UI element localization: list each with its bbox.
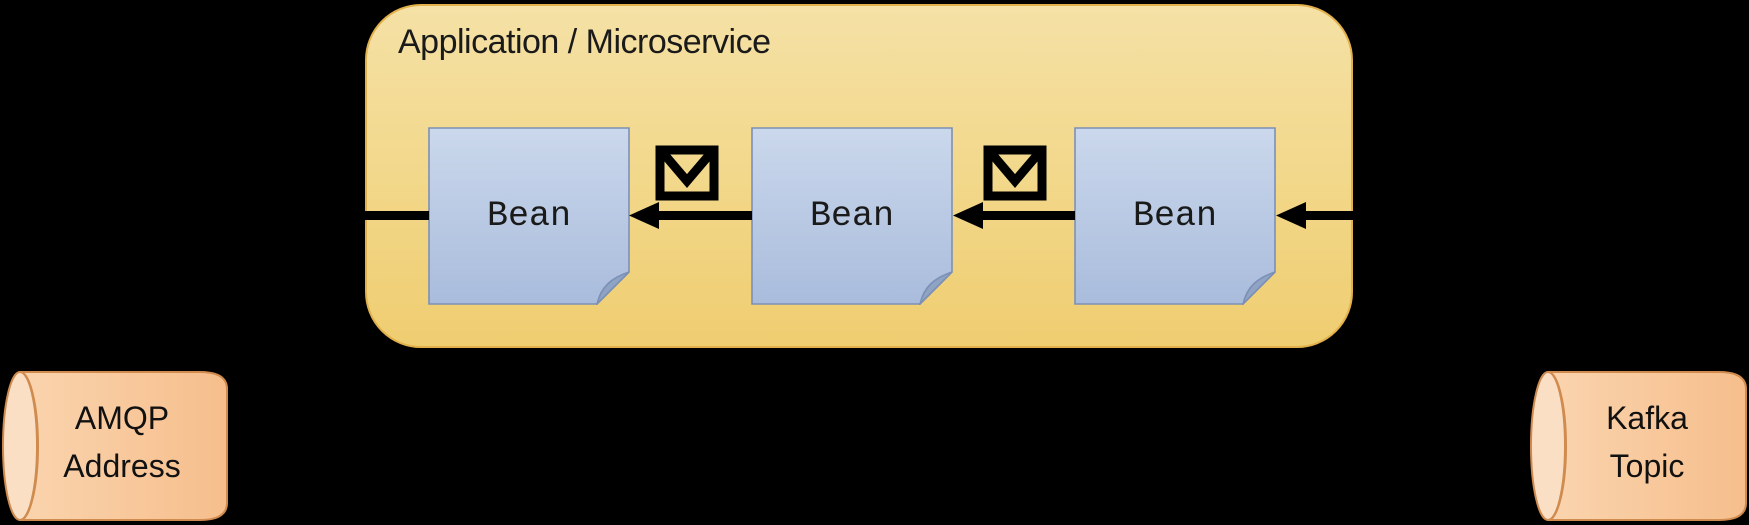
kafka-topic-cylinder [1530, 371, 1747, 521]
envelope-icon [983, 145, 1047, 201]
kafka-topic-label: Kafka Topic [1562, 394, 1732, 490]
kafka-label-line2: Topic [1609, 448, 1685, 484]
amqp-address-cylinder [2, 371, 228, 521]
kafka-label-line1: Kafka [1606, 400, 1688, 436]
amqp-address-label: AMQP Address [22, 394, 222, 490]
bean-note-shape [428, 127, 630, 305]
envelope-icon [655, 145, 719, 201]
bean-note-shape [751, 127, 953, 305]
bean-note-shape [1074, 127, 1276, 305]
amqp-label-line2: Address [63, 448, 181, 484]
application-title: Application / Microservice [398, 23, 771, 61]
amqp-label-line1: AMQP [74, 400, 170, 436]
